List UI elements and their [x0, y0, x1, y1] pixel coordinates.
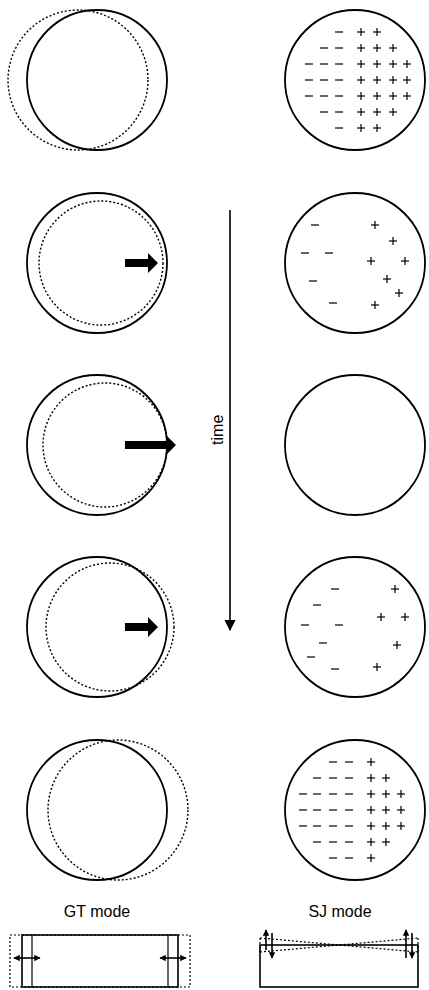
time-arrow: [229, 210, 231, 630]
charge-symbols: [299, 758, 405, 862]
sj-outline: [285, 557, 425, 697]
displacement-arrow: [125, 435, 176, 455]
charge-symbols: [301, 221, 409, 309]
gt-displaced: [48, 740, 188, 880]
charge-symbols: [305, 28, 411, 132]
gt-displaced: [39, 201, 163, 325]
charge-symbols: [301, 585, 409, 671]
gt-outline: [27, 557, 167, 697]
displacement-arrow: [125, 253, 158, 273]
gt-outline: [27, 10, 167, 150]
sj-outline: [285, 740, 425, 880]
gt-side-view: [10, 935, 190, 987]
displacement-arrow: [125, 617, 158, 637]
sj-side-view: [260, 930, 418, 987]
gt-displaced: [46, 563, 174, 691]
sj-outline: [285, 193, 425, 333]
axis-label: time: [209, 415, 227, 445]
sj-outline: [285, 10, 425, 150]
sj-outline: [285, 375, 425, 515]
gt-displaced: [8, 10, 148, 150]
gt-outline: [27, 740, 167, 880]
gt-frames: [8, 10, 188, 880]
gt-outline: [27, 193, 167, 333]
sj-frames: [285, 10, 425, 880]
mode-label: SJ mode: [308, 903, 371, 921]
mode-label: GT mode: [64, 903, 130, 921]
